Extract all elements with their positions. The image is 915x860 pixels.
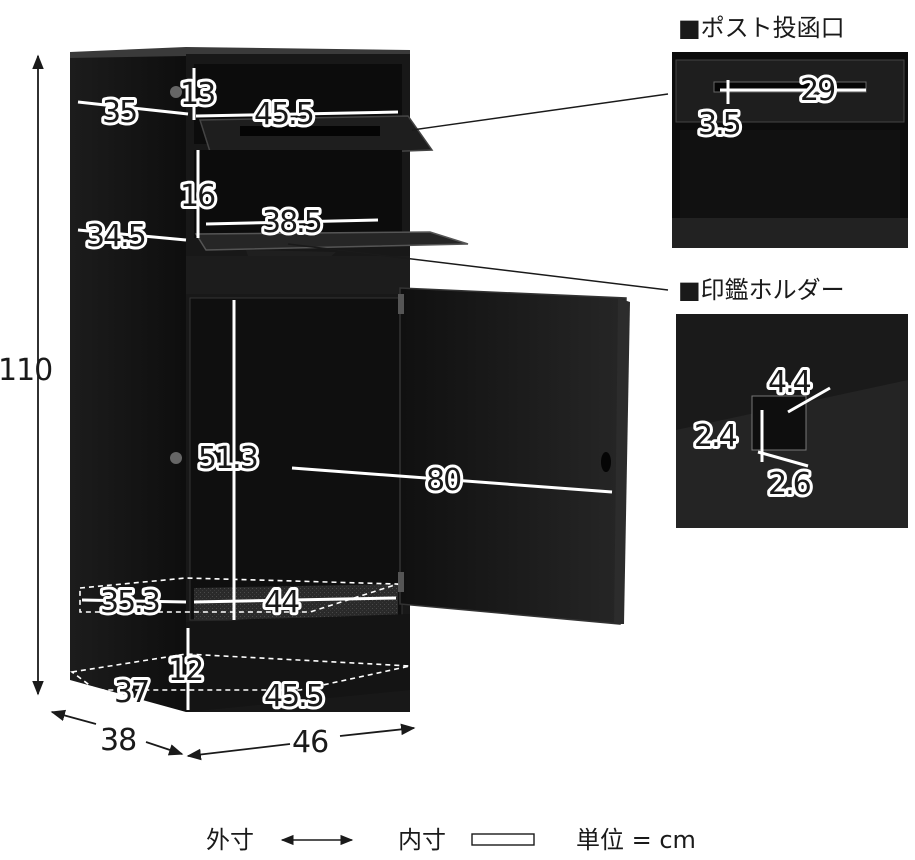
seal-holder-box (751, 395, 807, 451)
post-slot-hole (713, 81, 867, 93)
arrow-depth-left (50, 709, 97, 725)
label-base-height: 12 (168, 653, 202, 688)
label-slot-height: 3.5 (698, 107, 740, 142)
seal-holder-leader-line (287, 243, 669, 291)
post-slot-callout-title: ■ポスト投函口 (678, 14, 845, 42)
post-slot-callout: ■ポスト投函口 29 3.5 (411, 14, 908, 248)
label-width-outer: 46 (292, 725, 328, 760)
dim-line-door-height (291, 466, 613, 494)
label-floor-width: 44 (264, 585, 299, 620)
label-base-depth: 37 (114, 675, 148, 710)
dim-line-seal-depth (757, 450, 809, 468)
floor-outline-base (70, 653, 411, 691)
door-hinge-icon (398, 572, 404, 592)
arrow-depth-right (145, 741, 184, 756)
label-middle-depth: 34.5 (86, 219, 145, 254)
label-floor-depth: 35.3 (100, 585, 159, 620)
mailbox-cabinet (70, 47, 630, 712)
floor-mat (194, 584, 398, 620)
label-height-total: 110 (0, 353, 52, 388)
seal-holder-callout-title: ■印鑑ホルダー (678, 276, 845, 304)
lock-icon (170, 86, 182, 98)
post-slot-leader-line (411, 93, 669, 131)
legend-outer-label: 外寸 (206, 826, 254, 854)
post-slot-opening (240, 126, 380, 136)
post-slot-inner (680, 130, 900, 220)
label-door-height: 80 (426, 463, 461, 498)
cabinet-side-panel (70, 52, 186, 712)
label-post-depth: 35 (102, 95, 136, 130)
label-seal-depth: 2.6 (768, 467, 811, 502)
arrow-width-left (186, 743, 291, 761)
door-handle-icon (601, 452, 611, 472)
seal-holder-tray (194, 231, 469, 251)
label-slot-width: 29 (800, 73, 834, 108)
label-post-width: 45.5 (254, 97, 313, 132)
dimension-lines (77, 68, 613, 710)
label-seal-height: 2.4 (694, 419, 737, 454)
label-middle-width: 38.5 (262, 205, 321, 240)
cabinet-divider (186, 256, 410, 294)
legend-unit-text: 単位 = cm (576, 826, 696, 854)
legend-inner-line-icon (471, 833, 535, 846)
dim-line-floor-width (193, 596, 397, 604)
label-middle-height: 16 (180, 179, 215, 214)
label-depth-outer: 38 (100, 723, 136, 758)
label-cabinet-height: 51.3 (198, 441, 257, 476)
label-base-width: 45.5 (264, 679, 323, 714)
door-edge (614, 298, 630, 624)
dim-line-floor-depth (81, 598, 187, 604)
dim-line-post-depth (77, 100, 189, 116)
dimension-labels: 110 38 46 35 13 45.5 34.5 16 38.5 51.3 8… (0, 74, 466, 760)
cabinet-base (186, 614, 410, 712)
legend-inner-label: 内寸 (398, 826, 446, 854)
post-slot-bottom-flap (672, 218, 908, 248)
label-post-height: 13 (180, 77, 214, 112)
dim-line-seal-width (787, 386, 831, 414)
cabinet-door (399, 287, 627, 625)
legend: 外寸 内寸 単位 = cm (206, 826, 696, 854)
outer-dimension-arrows (32, 54, 416, 761)
lock-icon (170, 452, 182, 464)
seal-holder-tray-photo (676, 380, 908, 528)
dim-line-middle-width (205, 218, 379, 226)
seal-holder-callout: ■印鑑ホルダー 4.4 2.4 2.6 (287, 243, 908, 528)
door-hinge-icon (398, 294, 404, 314)
label-seal-width: 4.4 (768, 365, 811, 400)
lower-compartment-interior (189, 297, 403, 621)
dim-line-middle-depth (77, 228, 187, 242)
dim-line-post-width (195, 110, 399, 118)
arrow-width-right (339, 723, 416, 737)
